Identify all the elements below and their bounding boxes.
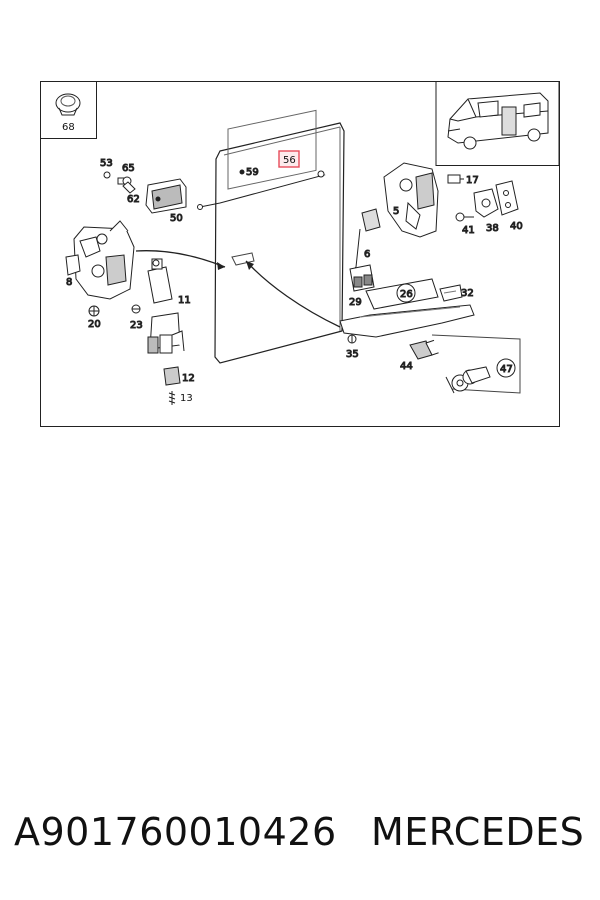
parts-diagram: 68 59 56 (40, 81, 560, 427)
part-number: A901760010426 (14, 810, 337, 854)
nut-part-23: 23 (130, 304, 143, 332)
lock-mechanism-part-5: 5 (383, 162, 439, 238)
screw-part-41: 41 (455, 212, 475, 237)
label-35: 35 (346, 349, 359, 360)
label-11: 11 (178, 295, 191, 306)
label-6: 6 (364, 249, 370, 260)
label-26: 26 (400, 289, 413, 300)
label-44: 44 (400, 361, 413, 372)
brand-name: MERCEDES (371, 810, 585, 854)
label-32: 32 (461, 288, 474, 299)
key-set-part-47: 47 (431, 334, 521, 394)
label-8: 8 (66, 277, 72, 288)
screw-part-13: 13 (168, 391, 193, 405)
label-17: 17 (466, 175, 479, 186)
label-38: 38 (486, 223, 499, 234)
label-23: 23 (130, 320, 143, 331)
caption: A901760010426 MERCEDES (0, 800, 600, 870)
label-47: 47 (500, 364, 513, 375)
van-icon (447, 92, 549, 150)
cable-part-56: 56 (197, 150, 326, 210)
label-40: 40 (510, 221, 523, 232)
rod-part-6: 6 (349, 208, 381, 292)
van-inset (435, 81, 560, 166)
hardware-53-65-62: 53 65 62 (100, 158, 141, 206)
striker-part-38: 38 (473, 188, 499, 235)
label-59: 59 (246, 167, 259, 178)
actuator-part-11: 11 (147, 258, 191, 354)
highlight-box-56 (278, 150, 300, 168)
label-29: 29 (349, 297, 362, 308)
label-41: 41 (462, 225, 475, 236)
inset-part-68: 68 (40, 81, 97, 139)
label-5: 5 (393, 206, 399, 217)
label-68: 68 (62, 122, 75, 133)
bolt-part-17: 17 (447, 174, 479, 187)
label-53: 53 (100, 158, 113, 169)
label-65: 65 (122, 163, 135, 174)
door-panel: 59 (214, 109, 345, 364)
label-20: 20 (88, 319, 101, 330)
screw-part-20: 20 (88, 305, 101, 331)
lock-mechanism-part-8: 8 (65, 220, 135, 300)
handle-part-26-32: 26 32 (396, 283, 474, 303)
label-12: 12 (182, 373, 195, 384)
screw-part-35: 35 (346, 334, 359, 361)
label-50: 50 (170, 213, 183, 224)
plate-part-40: 40 (495, 180, 523, 233)
connector-part-12: 12 (163, 366, 195, 386)
label-62: 62 (127, 194, 140, 205)
bracket-part-50: 50 (145, 178, 187, 225)
label-56: 56 (283, 155, 296, 166)
label-13: 13 (180, 393, 193, 404)
arrow-right (245, 260, 341, 328)
